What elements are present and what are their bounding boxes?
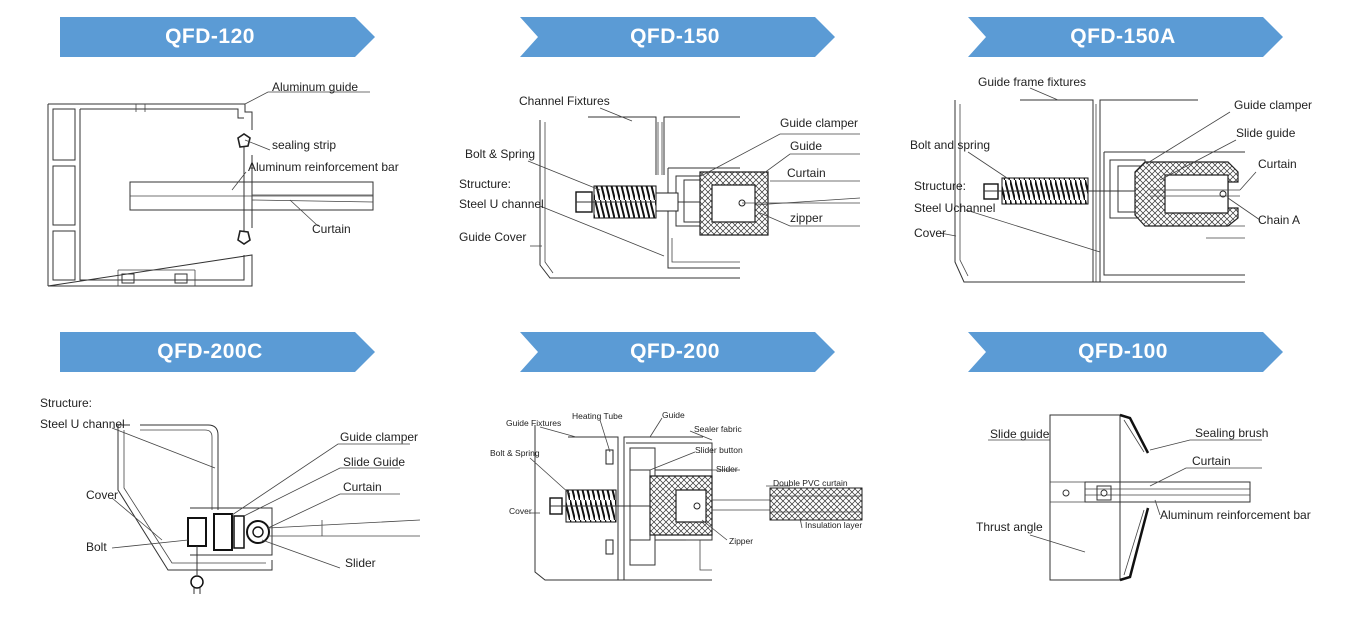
- label-slider: Slider: [716, 464, 738, 474]
- label-curtain: Curtain: [343, 480, 382, 494]
- label-bolt-spring: Bolt & Spring: [465, 147, 535, 161]
- label-guide-cover: Guide Cover: [459, 230, 526, 244]
- label-zipper: Zipper: [729, 536, 753, 546]
- label-slider-button: Slider button: [695, 445, 743, 455]
- label-slide-guide: Slide guide: [1236, 126, 1296, 140]
- label-guide-clamper: Guide clamper: [1234, 98, 1312, 112]
- banner-title: QFD-150A: [1070, 25, 1176, 48]
- label-structure: Structure:: [914, 179, 966, 193]
- banner-qfd-120: QFD-120: [60, 17, 375, 57]
- label-sealing-brush: Sealing brush: [1195, 426, 1268, 440]
- banner-qfd-150: QFD-150: [520, 17, 835, 57]
- banner-title: QFD-100: [1078, 340, 1168, 363]
- banner-title: QFD-120: [165, 25, 255, 48]
- label-structure: Structure:: [40, 396, 92, 410]
- label-cover: Cover: [914, 226, 946, 240]
- label-bolt-spring: Bolt & Spring: [490, 448, 540, 458]
- label-guide: Guide: [790, 139, 822, 153]
- label-slide-guide: Slide Guide: [343, 455, 405, 469]
- banner-qfd-200: QFD-200: [520, 332, 835, 372]
- label-slide-guide: Slide guide: [990, 427, 1050, 441]
- label-sealing-strip: sealing strip: [272, 138, 336, 152]
- label-channel-fixtures: Channel Fixtures: [519, 94, 610, 108]
- label-guide-clamper: Guide clamper: [340, 430, 418, 444]
- label-guide-clamper: Guide clamper: [780, 116, 858, 130]
- banner-title: QFD-200C: [157, 340, 263, 363]
- label-steel-u-channel: Steel U channel: [40, 417, 125, 431]
- banner-arrow-shape: [968, 332, 1283, 372]
- banner-title: QFD-150: [630, 25, 720, 48]
- label-steel-uchannel: Steel Uchannel: [914, 201, 995, 215]
- label-curtain: Curtain: [1258, 157, 1297, 171]
- label-thrust-angle: Thrust angle: [976, 520, 1043, 534]
- banner-qfd-100: QFD-100: [968, 332, 1283, 372]
- label-guide-fixtures: Guide Fixtures: [506, 418, 561, 428]
- label-slider: Slider: [345, 556, 376, 570]
- label-cover: Cover: [86, 488, 118, 502]
- banner-arrow-shape: [968, 17, 1283, 57]
- label-structure: Structure:: [459, 177, 511, 191]
- label-curtain: Curtain: [787, 166, 826, 180]
- label-zipper: zipper: [790, 211, 823, 225]
- label-curtain: Curtain: [312, 222, 351, 236]
- banner-arrow-shape: [60, 17, 375, 57]
- label-guide: Guide: [662, 410, 685, 420]
- label-double-pvc-curtain: Double PVC curtain: [773, 478, 848, 488]
- label-bolt: Bolt: [86, 540, 107, 554]
- label-heating-tube: Heating Tube: [572, 411, 623, 421]
- banner-title: QFD-200: [630, 340, 720, 363]
- label-bolt-and-spring: Bolt and spring: [910, 138, 990, 152]
- label-steel-u-channel: Steel U channel: [459, 197, 544, 211]
- label-chain-a: Chain A: [1258, 213, 1300, 227]
- label-curtain: Curtain: [1192, 454, 1231, 468]
- label-sealer-fabric: Sealer fabric: [694, 424, 742, 434]
- label-aluminum-reinforcement-bar: Aluminum reinforcement bar: [248, 160, 399, 174]
- banner-qfd-150a: QFD-150A: [968, 17, 1283, 57]
- label-insulation-layer: Insulation layer: [805, 520, 862, 530]
- label-aluminum-guide: Aluminum guide: [272, 80, 358, 94]
- banner-arrow-shape: [60, 332, 375, 372]
- label-guide-frame-fixtures: Guide frame fixtures: [978, 75, 1086, 89]
- banner-arrow-shape: [520, 17, 835, 57]
- banner-arrow-shape: [520, 332, 835, 372]
- banner-qfd-200c: QFD-200C: [60, 332, 375, 372]
- label-cover: Cover: [509, 506, 532, 516]
- label-aluminum-reinforcement-bar: Aluminum reinforcement bar: [1160, 508, 1311, 522]
